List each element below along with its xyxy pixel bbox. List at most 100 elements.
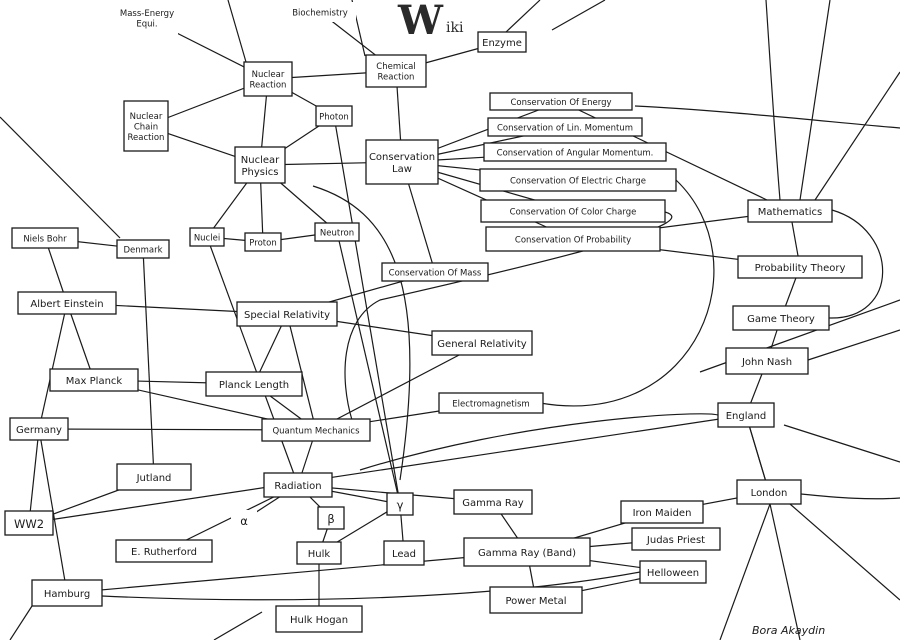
node-label: Radiation: [274, 481, 321, 492]
node-planck-length: Planck Length: [205, 371, 303, 397]
node-box: [386, 492, 414, 516]
node-label: Game Theory: [747, 314, 815, 325]
node-label: Proton: [249, 238, 276, 248]
node-label: Chain: [134, 122, 158, 132]
node-label: Reaction: [378, 73, 415, 83]
node-box: [205, 371, 303, 397]
edge-albert-einstein-to-germany: [38, 302, 68, 430]
node-label: Max Planck: [66, 376, 123, 387]
node-box: [4, 510, 54, 536]
node-label: Probability Theory: [755, 263, 846, 274]
node-box: [17, 291, 117, 315]
node-label: Germany: [16, 425, 62, 436]
node-box: [431, 330, 533, 356]
wiki-logo-suffix: iki: [446, 20, 464, 36]
node-label: London: [751, 488, 788, 499]
node-label: Judas Priest: [646, 535, 705, 546]
node-label: Mass-Energy: [120, 9, 174, 19]
node-box: [116, 0, 178, 36]
node-label: Quantum Mechanics: [272, 426, 360, 436]
node-box: [383, 540, 425, 566]
node-label: Lead: [392, 549, 416, 560]
stray-line: [799, 0, 831, 201]
node-box: [453, 489, 533, 515]
node-box: [365, 54, 427, 88]
node-neutron: Neutron: [314, 222, 360, 242]
node-alpha: α: [231, 510, 257, 530]
node-label: Hamburg: [44, 589, 90, 600]
node-box: [296, 541, 342, 565]
edge-germany-to-ww2: [28, 428, 40, 524]
decorations: W iki Bora Akaydin: [397, 0, 825, 637]
node-probability-theory: Probability Theory: [737, 255, 863, 279]
node-hulk-hogan: Hulk Hogan: [275, 605, 363, 633]
node-label: Chemical: [376, 62, 415, 72]
node-mathematics: Mathematics: [747, 199, 833, 223]
node-label: Gamma Ray: [462, 498, 524, 509]
node-label: Conservation of Lin. Momentum: [497, 123, 633, 133]
node-quantum-mechanics: Quantum Mechanics: [261, 418, 371, 442]
node-box: [487, 117, 643, 137]
node-denmark: Denmark: [116, 239, 170, 259]
node-label: John Nash: [741, 357, 792, 368]
node-label: Power Metal: [505, 596, 566, 607]
node-box: [31, 579, 103, 607]
node-photon: Photon: [315, 105, 353, 127]
node-box: [275, 605, 363, 633]
node-label: Mathematics: [758, 207, 822, 218]
node-cons-lin-momentum: Conservation of Lin. Momentum: [487, 117, 643, 137]
node-box: [479, 168, 677, 192]
stray-line: [800, 493, 900, 500]
node-box: [463, 537, 591, 567]
node-box: [9, 417, 69, 441]
node-label: WW2: [14, 517, 44, 531]
node-iron-maiden: Iron Maiden: [620, 500, 704, 524]
stray-line: [9, 605, 33, 640]
node-hamburg: Hamburg: [31, 579, 103, 607]
node-label: Reaction: [128, 133, 165, 143]
node-box: [115, 539, 213, 563]
node-label: Conservation Of Mass: [389, 268, 482, 278]
node-box: [732, 305, 830, 331]
node-cons-electric: Conservation Of Electric Charge: [479, 168, 677, 192]
edge-quantum-mechanics-to-general-relativity: [315, 342, 483, 431]
node-label: Enzyme: [482, 38, 522, 49]
node-london: London: [736, 479, 802, 505]
node-label: β: [327, 512, 334, 526]
node-lead: Lead: [383, 540, 425, 566]
node-power-metal: Power Metal: [489, 586, 583, 614]
node-box: [737, 255, 863, 279]
node-label: Physics: [242, 167, 279, 178]
node-label: γ: [397, 498, 404, 512]
stray-line: [551, 0, 606, 31]
node-england: England: [717, 402, 775, 428]
edge-albert-einstein-to-max-planck: [66, 302, 95, 381]
node-max-planck: Max Planck: [49, 368, 139, 392]
stray-line: [359, 413, 719, 471]
node-box: [717, 402, 775, 428]
node-biochemistry: Biochemistry: [284, 2, 356, 22]
node-box: [631, 527, 721, 551]
stray-line: [814, 71, 900, 201]
node-cons-color: Conservation Of Color Charge: [480, 199, 666, 223]
node-helloween: Helloween: [639, 560, 707, 584]
node-special-relativity: Special Relativity: [236, 301, 338, 327]
node-box: [489, 586, 583, 614]
node-box: [381, 262, 489, 282]
node-hulk: Hulk: [296, 541, 342, 565]
node-box: [725, 347, 809, 375]
node-label: Photon: [319, 112, 349, 122]
node-gamma-ray-band: Gamma Ray (Band): [463, 537, 591, 567]
node-box: [189, 227, 225, 247]
node-box: [747, 199, 833, 223]
node-label: Gamma Ray (Band): [478, 548, 576, 559]
node-box: [485, 226, 661, 252]
node-label: Reaction: [250, 81, 287, 91]
node-label: Hulk: [308, 549, 331, 560]
node-box: [116, 463, 192, 491]
edge-london-to-england: [745, 414, 770, 493]
